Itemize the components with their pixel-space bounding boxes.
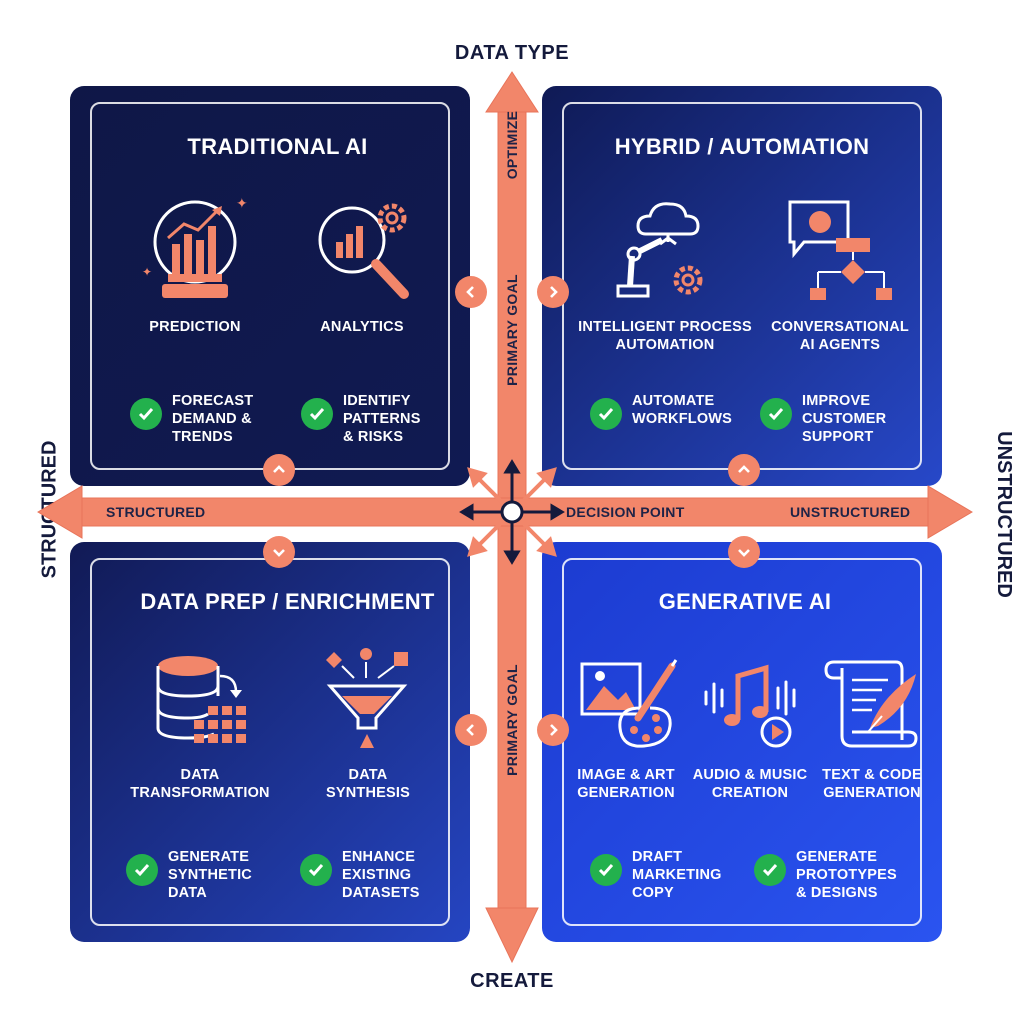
item-label-data-transformation: DATA TRANSFORMATION	[120, 766, 280, 802]
arrow-left	[37, 485, 83, 539]
bullet-text: IDENTIFY	[343, 393, 411, 409]
bullet-item: DRAFT MARKETING COPY	[590, 848, 722, 902]
image-palette-icon	[580, 659, 678, 748]
bullet-item: IDENTIFY PATTERNS & RISKS	[301, 392, 421, 446]
bullet-text: & RISKS	[343, 429, 404, 445]
axis-label-primary-goal-bottom: PRIMARY GOAL	[504, 664, 520, 776]
bullet-item: GENERATE PROTOTYPES & DESIGNS	[754, 848, 897, 902]
chevron-up-icon[interactable]	[263, 454, 295, 486]
item-label-text-code-generation: TEXT & CODE GENERATION	[812, 766, 932, 802]
chevron-right-icon[interactable]	[537, 714, 569, 746]
item-label-line: GENERATION	[823, 785, 921, 801]
check-icon	[301, 398, 333, 430]
quadrant-title: HYBRID / AUTOMATION	[614, 134, 870, 159]
bullet-item: FORECAST DEMAND & TRENDS	[130, 392, 253, 446]
axis-title-bottom: CREATE	[470, 970, 554, 992]
quadrant-title: GENERATIVE AI	[658, 589, 832, 614]
magnifier-chart-gear-icon	[318, 203, 409, 299]
bullet-item: GENERATE SYNTHETIC DATA	[126, 848, 252, 902]
item-label-prediction: PREDICTION	[149, 319, 241, 335]
item-label-line: CREATION	[711, 785, 789, 801]
bullet-text: & DESIGNS	[796, 885, 878, 901]
quadrant-title: TRADITIONAL AI	[187, 134, 368, 159]
bullet-text: ENHANCE	[342, 849, 416, 865]
bullet-text: COPY	[632, 885, 674, 901]
check-icon	[590, 854, 622, 886]
item-label-line: CONVERSATIONAL	[771, 319, 909, 335]
bullet-text: SYNTHETIC	[168, 867, 252, 883]
robot-arm-cloud-icon	[616, 202, 703, 298]
arrow-up	[485, 71, 539, 113]
item-label-line: INTELLIGENT PROCESS	[578, 319, 752, 335]
bullet-text: SUPPORT	[802, 429, 874, 445]
item-label-line: IMAGE & ART	[577, 767, 675, 783]
arrow-right	[927, 485, 973, 539]
check-icon	[590, 398, 622, 430]
check-icon	[300, 854, 332, 886]
bullet-text: FORECAST	[172, 393, 254, 409]
item-label-data-synthesis: DATA SYNTHESIS	[298, 766, 438, 802]
svg-text:✦: ✦	[236, 196, 248, 212]
item-label-analytics: ANALYTICS	[320, 319, 404, 335]
item-label-line: AUTOMATION	[615, 337, 715, 353]
item-label-audio-music-creation: AUDIO & MUSIC CREATION	[684, 766, 816, 802]
database-grid-icon	[156, 656, 246, 743]
bullet-text: GENERATE	[168, 849, 250, 865]
bullet-item: IMPROVE CUSTOMER SUPPORT	[760, 392, 886, 446]
chevron-up-icon[interactable]	[728, 454, 760, 486]
crystal-ball-chart-icon: ✦ ✦	[142, 196, 248, 298]
chevron-down-icon[interactable]	[263, 536, 295, 568]
item-label-intelligent-process-automation: INTELLIGENT PROCESS AUTOMATION	[570, 318, 760, 354]
item-label-line: DATA	[180, 767, 220, 783]
bullet-text: PROTOTYPES	[796, 867, 897, 883]
item-label-line: AUDIO & MUSIC	[692, 767, 808, 783]
bullet-text: DRAFT	[632, 849, 683, 865]
item-label-line: GENERATION	[577, 785, 675, 801]
bullet-text: EXISTING	[342, 867, 412, 883]
check-icon	[130, 398, 162, 430]
quadrant-title: DATA PREP / ENRICHMENT	[140, 589, 435, 614]
item-label-conversational-ai-agents: CONVERSATIONAL AI AGENTS	[760, 318, 920, 354]
bullet-item: AUTOMATE WORKFLOWS	[590, 392, 732, 430]
chevron-left-icon[interactable]	[455, 276, 487, 308]
axis-label-unstructured: UNSTRUCTURED	[790, 504, 911, 520]
check-icon	[754, 854, 786, 886]
bullet-text: AUTOMATE	[632, 393, 715, 409]
bullet-text: MARKETING	[632, 867, 722, 883]
funnel-icon	[326, 648, 408, 748]
scroll-quill-icon	[824, 660, 918, 748]
arrow-down	[485, 907, 539, 964]
bullet-text: CUSTOMER	[802, 411, 887, 427]
bullet-item: ENHANCE EXISTING DATASETS	[300, 848, 420, 902]
bullet-text: DATA	[168, 885, 207, 901]
bullet-text: DEMAND &	[172, 411, 252, 427]
item-label-line: TEXT & CODE	[822, 767, 922, 783]
axis-label-optimize: OPTIMIZE	[504, 110, 520, 180]
decision-point-icon	[459, 459, 565, 565]
axis-title-top: DATA TYPE	[454, 42, 570, 64]
chevron-down-icon[interactable]	[728, 536, 760, 568]
chat-flowchart-icon	[788, 200, 892, 300]
axis-label-decision-point: DECISION POINT	[566, 504, 685, 520]
chevron-right-icon[interactable]	[537, 276, 569, 308]
axis-label-primary-goal-top: PRIMARY GOAL	[504, 274, 520, 386]
item-label-line: AI AGENTS	[799, 337, 881, 353]
axis-label-structured: STRUCTURED	[106, 504, 206, 520]
music-note-play-icon	[704, 664, 796, 748]
item-label-line: DATA	[348, 767, 388, 783]
bullet-text: DATASETS	[342, 885, 420, 901]
chevron-left-icon[interactable]	[455, 714, 487, 746]
bullet-text: GENERATE	[796, 849, 878, 865]
item-label-line: TRANSFORMATION	[130, 785, 270, 801]
check-icon	[760, 398, 792, 430]
item-label-image-art-generation: IMAGE & ART GENERATION	[566, 766, 686, 802]
item-label-line: SYNTHESIS	[326, 785, 410, 801]
svg-text:✦: ✦	[142, 265, 152, 279]
bullet-text: WORKFLOWS	[632, 411, 733, 427]
bullet-text: PATTERNS	[343, 411, 421, 427]
bullet-text: TRENDS	[172, 429, 233, 445]
bullet-text: IMPROVE	[802, 393, 871, 409]
check-icon	[126, 854, 158, 886]
